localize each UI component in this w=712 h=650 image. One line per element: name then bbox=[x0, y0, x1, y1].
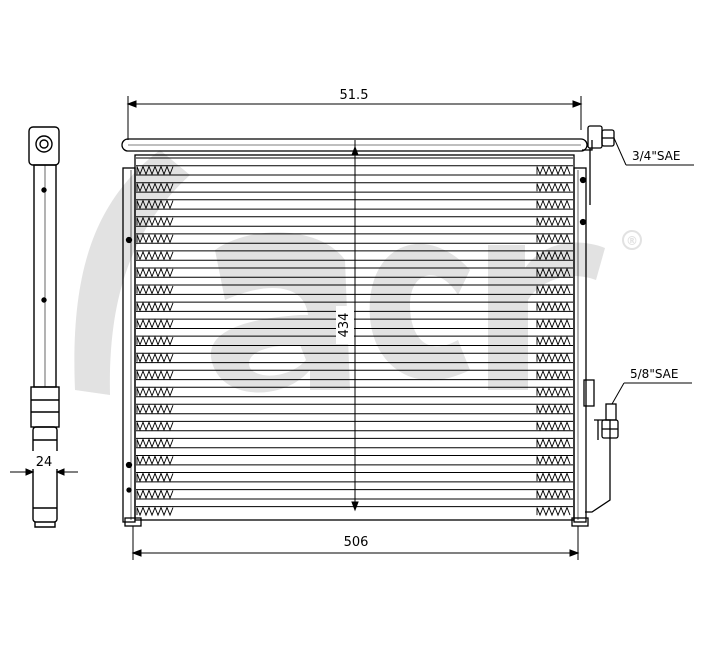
fin-zigzag bbox=[536, 369, 571, 381]
fin-zigzag bbox=[536, 199, 571, 210]
fin-zigzag bbox=[136, 318, 174, 329]
side-view-fitting-bolt bbox=[35, 135, 53, 153]
watermark-swoosh bbox=[74, 150, 190, 395]
fin-zigzag bbox=[136, 233, 174, 244]
fin-zigzag bbox=[136, 386, 174, 398]
fin-zigzag bbox=[536, 403, 571, 415]
dimension-height bbox=[351, 140, 359, 512]
fin-zigzag bbox=[536, 335, 571, 346]
fin-zigzag bbox=[536, 352, 571, 363]
fin-zigzag bbox=[536, 284, 571, 295]
fin-zigzag bbox=[536, 455, 571, 466]
fin-zigzag bbox=[536, 489, 571, 500]
fin-zigzag bbox=[136, 284, 174, 295]
bottom-right-bracket bbox=[571, 517, 589, 527]
dimension-bottom-width bbox=[131, 526, 580, 560]
fin-zigzag bbox=[136, 506, 174, 517]
side-view-bottom-fitting bbox=[30, 386, 60, 428]
height-label: 434 bbox=[337, 313, 352, 338]
registered-mark: ® bbox=[626, 234, 638, 248]
fin-zigzag bbox=[536, 318, 571, 329]
fin-zigzag bbox=[536, 386, 571, 398]
side-view-top-fitting bbox=[28, 126, 60, 166]
fin-zigzag bbox=[136, 182, 174, 193]
fin-zigzag bbox=[536, 301, 571, 312]
fin-zigzag bbox=[536, 182, 571, 193]
watermark-letter-c bbox=[369, 243, 470, 381]
fin-zigzag bbox=[136, 301, 174, 312]
dimension-top-width bbox=[126, 96, 583, 140]
fin-zigzag bbox=[136, 216, 174, 227]
dimension-side-depth bbox=[10, 468, 78, 476]
fin-zigzag bbox=[136, 352, 174, 363]
side-view bbox=[28, 126, 60, 528]
fin-zigzag bbox=[136, 165, 174, 176]
fin-zigzag bbox=[536, 267, 571, 278]
fin-zigzag bbox=[536, 216, 571, 227]
registered-mark-circle bbox=[622, 230, 642, 250]
side-view-bracket bbox=[32, 426, 58, 523]
fin-zigzag bbox=[136, 369, 174, 381]
fin-zigzag bbox=[536, 250, 571, 261]
fin-zigzag bbox=[536, 438, 571, 449]
inlet-fitting bbox=[582, 125, 615, 205]
fin-zigzag bbox=[136, 455, 174, 466]
outlet-leader bbox=[611, 382, 692, 405]
fin-zigzag bbox=[536, 472, 571, 483]
fin-zigzag bbox=[136, 420, 174, 432]
fin-zigzag bbox=[136, 335, 174, 346]
fin-zigzag bbox=[136, 403, 174, 415]
fin-zigzag bbox=[136, 199, 174, 210]
fin-zigzag bbox=[136, 438, 174, 449]
bottom-width-label: 506 bbox=[344, 535, 369, 550]
fin-zigzag bbox=[136, 267, 174, 278]
side-depth-label: 24 bbox=[36, 455, 53, 470]
top-width-label: 51.5 bbox=[340, 88, 369, 103]
outlet-fitting bbox=[583, 379, 619, 513]
fin-zigzag bbox=[536, 233, 571, 244]
fin-zigzag bbox=[536, 506, 571, 517]
inlet-label: 3/4"SAE bbox=[632, 149, 680, 163]
fin-zigzag bbox=[136, 472, 174, 483]
fin-zigzag bbox=[136, 250, 174, 261]
fin-zigzag bbox=[536, 420, 571, 432]
fin-zigzag bbox=[536, 165, 571, 176]
watermark-letter-a bbox=[210, 232, 350, 393]
watermark-letter-r bbox=[488, 242, 605, 390]
fin-zigzag bbox=[136, 489, 174, 500]
outlet-label: 5/8"SAE bbox=[630, 367, 678, 381]
inlet-leader bbox=[613, 137, 694, 166]
